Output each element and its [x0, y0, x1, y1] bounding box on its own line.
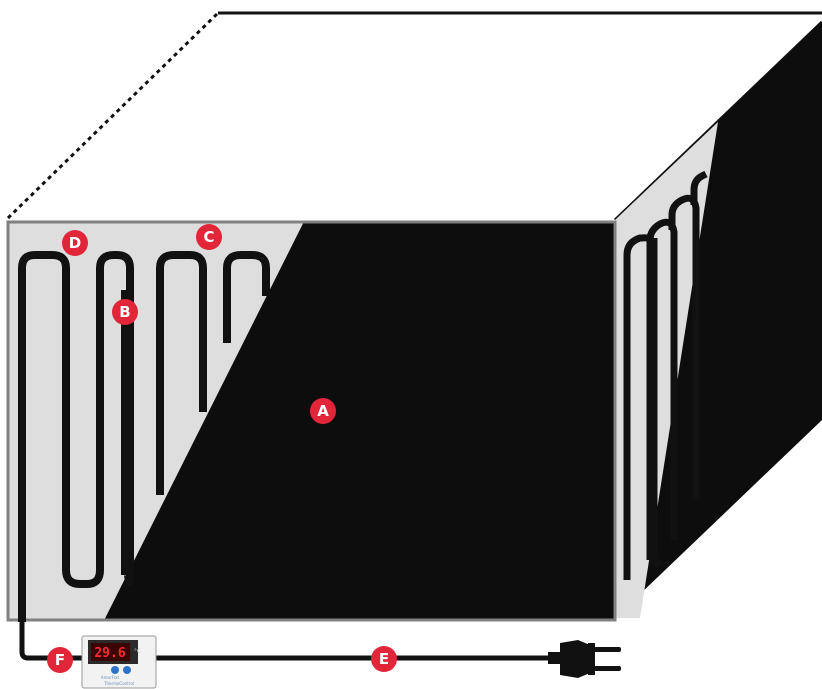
marker-d: D: [62, 230, 88, 256]
marker-c: C: [196, 224, 222, 250]
marker-a: A: [310, 398, 336, 424]
box-top-dotted-edge: [6, 11, 220, 220]
box-top-face: [8, 13, 822, 220]
thermostat-brand-text: AmorFlat: [101, 675, 120, 680]
box-right-face-grey: [615, 122, 718, 618]
svg-text:A: A: [317, 402, 329, 420]
marker-f: F: [47, 647, 73, 673]
right-heater-wire: [623, 170, 708, 580]
thermostat-display: 29.6: [94, 646, 125, 661]
thermostat-caption-text: ThermoControl: [103, 681, 134, 686]
thermostat-button-down: [123, 666, 131, 674]
front-heater-wire: [18, 251, 270, 622]
thermostat-unit: °C: [134, 648, 141, 655]
svg-text:D: D: [69, 234, 81, 252]
digital-thermostat-icon: 29.6 °C AmorFlat ThermoControl: [81, 635, 157, 689]
power-cable: [19, 620, 555, 661]
svg-text:E: E: [379, 650, 389, 668]
thermostat-button-up: [111, 666, 119, 674]
marker-e: E: [371, 646, 397, 672]
marker-b: B: [112, 299, 138, 325]
svg-text:B: B: [119, 303, 130, 321]
euro-plug-icon: [548, 640, 621, 678]
svg-text:C: C: [203, 228, 214, 246]
svg-text:F: F: [55, 651, 65, 669]
